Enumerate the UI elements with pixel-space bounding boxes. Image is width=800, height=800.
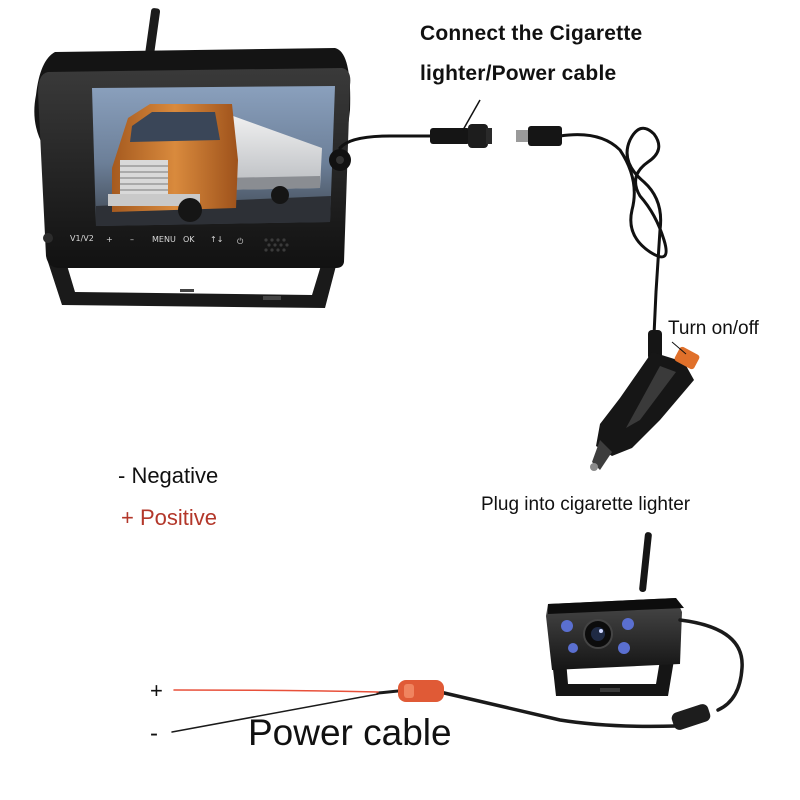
camera-housing [546, 598, 682, 670]
ir-led-icon [622, 618, 634, 630]
ir-led-icon [618, 642, 630, 654]
monitor-lead-wire [338, 134, 434, 150]
plug-tip-contact [590, 463, 598, 471]
monitor-speaker-grille [264, 238, 289, 252]
turn-on-off-label: Turn on/off [668, 318, 759, 339]
negative-wire-marker: - [150, 720, 158, 747]
lens-glare [599, 629, 603, 633]
monitor-button-minus[interactable]: – [130, 235, 134, 244]
monitor-bracket [48, 262, 337, 308]
bracket-logo [600, 688, 620, 692]
monitor-button-row: V1/V2 + – MENU OK ↑↓ ⏻ [70, 234, 244, 246]
screen-truck-grille [120, 160, 168, 194]
female-barrel-connector [430, 124, 492, 148]
fuse-holder [398, 680, 444, 702]
ir-led-icon [568, 643, 578, 653]
male-barrel-plug [516, 126, 562, 146]
cigarette-power-cable [338, 126, 668, 337]
monitor-button-plus[interactable]: + [106, 235, 113, 244]
camera-power-cable [171, 618, 744, 733]
plug-highlight [626, 366, 676, 428]
switch-leader-line [671, 341, 687, 355]
positive-wire-marker: + [150, 678, 163, 703]
monitor-button-switch[interactable]: ↑↓ [210, 235, 223, 244]
title-line-2: lighter/Power cable [420, 62, 617, 85]
backup-camera [546, 532, 684, 696]
screen-trailer-shadow [220, 176, 320, 190]
knob-center [336, 156, 344, 164]
screen-truck-bumper [108, 194, 200, 206]
positive-wire [173, 689, 379, 693]
power-icon[interactable]: ⏻ [237, 237, 244, 246]
screen-truck-wheel [178, 198, 202, 222]
camera-hood [548, 598, 684, 614]
bracket-slot [263, 296, 281, 300]
monitor-button-v1v2[interactable]: V1/V2 [70, 234, 94, 243]
bracket-slot [180, 289, 194, 292]
lens-glass [591, 627, 605, 641]
monitor-button-ok[interactable]: OK [183, 235, 195, 244]
positive-legend: + Positive [121, 505, 217, 530]
screen-truck-windshield [130, 112, 220, 142]
screen-truck-wheel [271, 186, 289, 204]
monitor-antenna-icon [144, 8, 161, 59]
power-cable-main [438, 690, 678, 729]
plug-tip [592, 440, 612, 470]
screen-truck-grille-lines [120, 165, 168, 191]
plug-strain-relief [648, 330, 662, 360]
monitor-sensor [43, 233, 53, 243]
antenna-icon [639, 532, 652, 592]
power-cable-split [376, 689, 400, 695]
monitor-button-menu[interactable]: MENU [152, 235, 176, 244]
camera-cable [678, 618, 744, 712]
screen-trailer [220, 112, 322, 190]
title-leader-line [462, 99, 481, 131]
monitor: V1/V2 + – MENU OK ↑↓ ⏻ [34, 8, 351, 308]
negative-legend: - Negative [118, 463, 219, 488]
camera-bracket [552, 660, 674, 696]
title-line-1: Connect the Cigarette [420, 22, 643, 45]
plug-power-switch[interactable] [674, 346, 701, 370]
cigarette-lighter-plug [590, 330, 700, 471]
negative-wire [171, 693, 379, 733]
power-cable-label: Power cable [248, 712, 452, 753]
plug-into-lighter-label: Plug into cigarette lighter [481, 494, 691, 515]
ir-led-icon [561, 620, 573, 632]
coiled-cable [558, 126, 668, 337]
camera-inline-connector [671, 704, 711, 730]
